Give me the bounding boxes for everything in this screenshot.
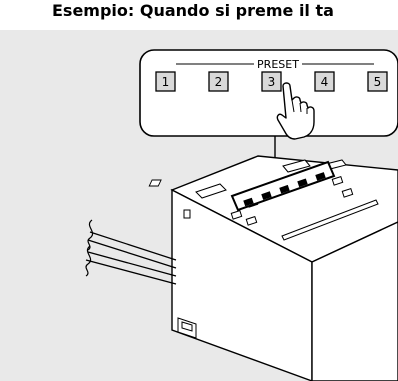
top-key xyxy=(331,175,344,186)
preset-button-label: 4 xyxy=(321,75,329,89)
top-key xyxy=(245,215,258,226)
usb-port-inner xyxy=(181,321,193,332)
front-jack xyxy=(183,209,191,219)
device-side-face xyxy=(311,221,398,381)
device-preset-key xyxy=(261,191,272,200)
cable-break-mark xyxy=(87,219,94,251)
top-slot xyxy=(281,199,379,241)
device-preset-key xyxy=(297,178,308,188)
top-display-window-right xyxy=(282,159,311,173)
preset-button-face[interactable] xyxy=(314,71,335,92)
preset-callout: PRESET 1 2 3 4 5 xyxy=(139,49,398,178)
top-key xyxy=(148,179,162,187)
preset-button-face[interactable] xyxy=(261,71,282,92)
pressing-hand-icon xyxy=(276,82,315,140)
top-key xyxy=(341,187,354,198)
device-preset-key xyxy=(279,184,290,194)
cable-break-mark xyxy=(85,245,92,277)
top-key xyxy=(230,209,243,220)
preset-button-label: 5 xyxy=(374,75,382,89)
caption-text: Esempio: Quando si preme il ta xyxy=(52,1,334,20)
preset-button-4[interactable]: 4 xyxy=(314,71,335,92)
preset-button-2[interactable]: 2 xyxy=(208,71,229,92)
preset-button-label: 2 xyxy=(215,75,223,89)
device-body xyxy=(148,155,398,381)
preset-button-row: 1 2 3 4 5 xyxy=(155,71,388,92)
device-preset-strip xyxy=(230,160,336,212)
preset-button-label: 1 xyxy=(162,75,170,89)
preset-button-face[interactable] xyxy=(208,71,229,92)
cables xyxy=(85,219,177,285)
preset-title: PRESET xyxy=(257,58,299,71)
preset-button-1[interactable]: 1 xyxy=(155,71,176,92)
device-preset-key xyxy=(243,197,254,207)
device-preset-keys xyxy=(243,172,326,207)
preset-button-3[interactable]: 3 xyxy=(261,71,282,92)
preset-button-5[interactable]: 5 xyxy=(367,71,388,92)
preset-button-face[interactable] xyxy=(155,71,176,92)
device-preset-key xyxy=(315,172,326,181)
top-display-window xyxy=(195,183,227,199)
preset-button-label: 3 xyxy=(268,75,276,89)
preset-button-face[interactable] xyxy=(367,71,388,92)
